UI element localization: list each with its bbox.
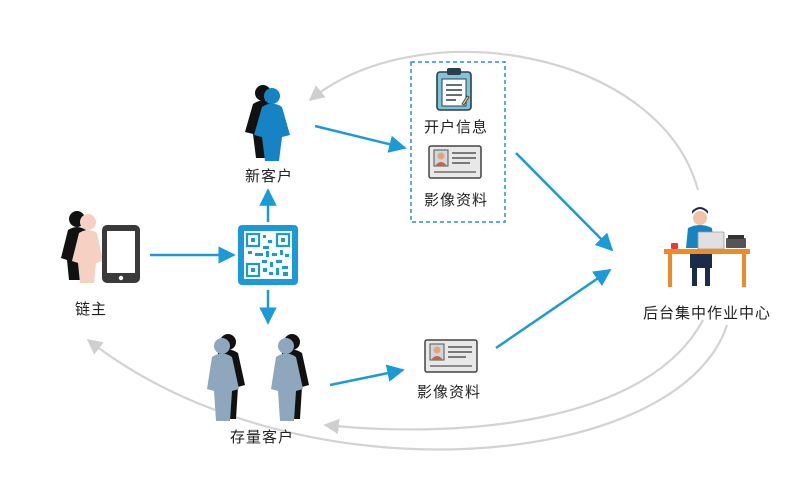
arrow-docs-to-center <box>515 152 614 252</box>
documents-box <box>410 61 506 223</box>
curve-center-to-new-customer <box>308 50 700 191</box>
phone-icon <box>102 225 140 283</box>
id-card-icon <box>424 339 478 373</box>
workstation-icon <box>664 207 750 287</box>
curve-center-to-chain-owner <box>86 324 729 451</box>
label-existing-customer: 存量客户 <box>229 428 295 446</box>
label-image-data-bottom: 影像资料 <box>416 383 482 401</box>
label-new-customer: 新客户 <box>244 167 294 185</box>
qr-code-icon <box>238 225 298 285</box>
arrow-existing-to-image <box>329 364 405 387</box>
arrow-new-customer-to-docs <box>314 124 407 153</box>
existing-customer-figure <box>207 334 309 421</box>
curve-center-to-existing-customer <box>323 319 704 435</box>
new-customer-figure <box>245 85 290 161</box>
chain-owner-figure <box>61 211 140 283</box>
arrow-image-to-center <box>495 268 612 350</box>
label-image-data-top: 影像资料 <box>423 191 489 209</box>
label-account-info: 开户信息 <box>423 118 489 136</box>
label-chain-owner: 链主 <box>74 300 108 318</box>
clipboard-icon <box>436 68 472 111</box>
id-card-icon <box>428 145 482 179</box>
label-backoffice-center: 后台集中作业中心 <box>642 304 772 322</box>
